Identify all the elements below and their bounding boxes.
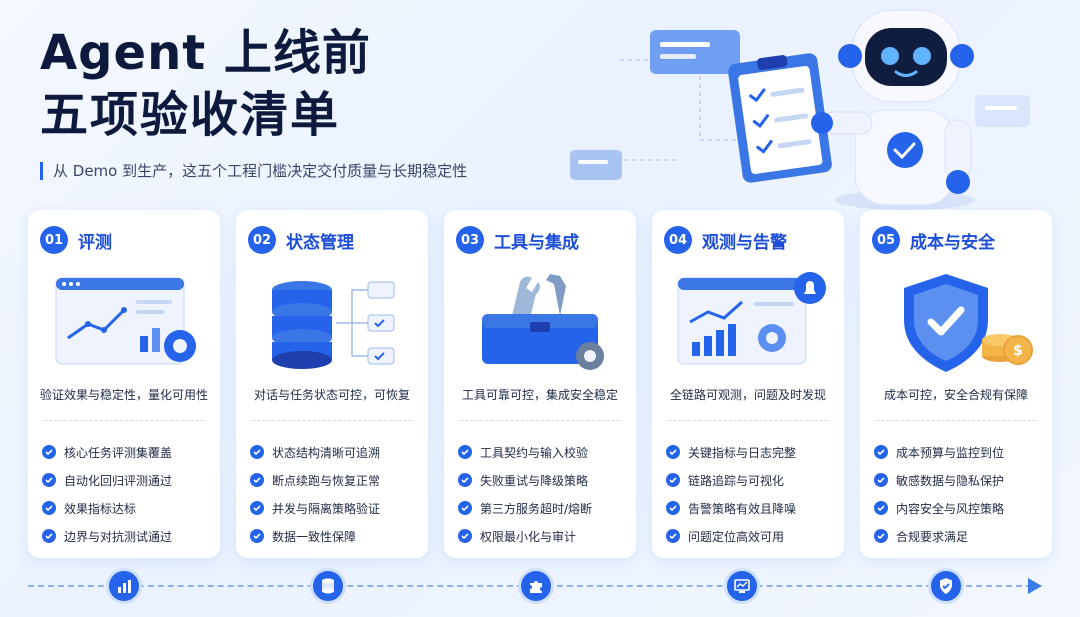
card-divider [252,420,412,421]
shield-check-icon [928,568,964,604]
progress-timeline [28,566,1052,606]
check-icon [874,501,888,515]
card-description: 对话与任务状态可控，可恢复 [253,388,410,402]
check-item: 断点续跑与恢复正常 [250,466,380,494]
card-description: 验证效果与稳定性，量化可用性 [39,388,208,402]
check-icon [874,529,888,543]
check-list: 关键指标与日志完整 链路追踪与可视化 告警策略有效且降噪 问题定位高效可用 [666,438,796,550]
shield-coins-icon: $ [904,274,1033,372]
check-item: 合规要求满足 [874,522,1004,550]
check-item: 关键指标与日志完整 [666,438,796,466]
card-title: 状态管理 [286,232,354,253]
check-icon [42,473,56,487]
check-item: 权限最小化与审计 [458,522,592,550]
card-description: 成本可控，安全合规有保障 [883,388,1028,402]
robot-clipboard-illustration [570,9,1030,210]
check-item: 敏感数据与隐私保护 [874,466,1004,494]
toolbox-icon [482,274,604,370]
check-item: 并发与隔离策略验证 [250,494,380,522]
check-item: 成本预算与监控到位 [874,438,1004,466]
card-divider [44,420,204,421]
check-item: 第三方服务超时/熔断 [458,494,592,522]
card-title: 成本与安全 [910,232,995,253]
check-item: 问题定位高效可用 [666,522,796,550]
card-number: 05 [872,226,900,254]
check-item: 失败重试与降级策略 [458,466,592,494]
card-description: 工具可靠可控，集成安全稳定 [461,388,618,402]
dashboard-chart-icon [55,277,196,365]
check-item: 自动化回归评测通过 [42,466,172,494]
check-icon [42,529,56,543]
check-item: 数据一致性保障 [250,522,380,550]
page-subtitle: 从 Demo 到生产，这五个工程门槛决定交付质量与长期稳定性 [40,162,467,180]
check-icon [458,445,472,459]
card-cost-security: 05 成本与安全 $ 成本可控，安全合规有保障 成本预算与监控到位 敏感数据与隐… [860,210,1052,558]
check-icon [250,445,264,459]
check-item: 效果指标达标 [42,494,172,522]
monitor-bell-icon [677,272,826,365]
database-icon [310,568,346,604]
page-title: Agent 上线前 五项验收清单 [40,22,371,146]
card-observability-alerting: 04 观测与告警 全链路可观测，问题及时发现 关键指标与日志完整 链路追踪与可视… [652,210,844,558]
check-icon [250,473,264,487]
check-icon [666,529,680,543]
check-list: 成本预算与监控到位 敏感数据与隐私保护 内容安全与风控策略 合规要求满足 [874,438,1004,550]
checklist-cards: 01 评测 验证效果与稳定性，量化可用性 核心任务评测集覆盖 自动化回归评测通过… [28,210,1052,558]
check-icon [250,501,264,515]
check-item: 状态结构清晰可追溯 [250,438,380,466]
check-icon [666,445,680,459]
card-divider [668,420,828,421]
check-icon [250,529,264,543]
check-item: 核心任务评测集覆盖 [42,438,172,466]
card-number: 02 [248,226,276,254]
check-icon [458,501,472,515]
check-item: 链路追踪与可视化 [666,466,796,494]
check-icon [666,473,680,487]
database-flow-icon [272,281,395,369]
card-title: 工具与集成 [494,232,579,253]
card-tools-integration: 03 工具与集成 工具可靠可控，集成安全稳定 工具契约与输入校验 失败重试与降级… [444,210,636,558]
svg-text:$: $ [1013,343,1023,359]
check-item: 边界与对抗测试通过 [42,522,172,550]
check-icon [874,445,888,459]
title-line-2: 五项验收清单 [40,87,341,143]
title-line-1: Agent 上线前 [40,25,371,81]
card-state-management: 02 状态管理 对话与任务状态可控，可恢复 状态结构清晰可追溯 断点续跑与恢复正… [236,210,428,558]
check-icon [42,501,56,515]
monitor-chart-icon [724,568,760,604]
puzzle-icon [518,568,554,604]
check-item: 告警策略有效且降噪 [666,494,796,522]
check-item: 工具契约与输入校验 [458,438,592,466]
card-divider [460,420,620,421]
check-list: 核心任务评测集覆盖 自动化回归评测通过 效果指标达标 边界与对抗测试通过 [42,438,172,550]
check-icon [666,501,680,515]
card-description: 全链路可观测，问题及时发现 [669,388,826,402]
check-list: 状态结构清晰可追溯 断点续跑与恢复正常 并发与隔离策略验证 数据一致性保障 [250,438,380,550]
card-number: 04 [664,226,692,254]
timeline-arrow-icon [1028,578,1042,594]
check-list: 工具契约与输入校验 失败重试与降级策略 第三方服务超时/熔断 权限最小化与审计 [458,438,592,550]
check-icon [458,529,472,543]
card-title: 观测与告警 [702,232,787,253]
card-number: 03 [456,226,484,254]
check-item: 内容安全与风控策略 [874,494,1004,522]
card-title: 评测 [78,232,112,253]
card-number: 01 [40,226,68,254]
card-divider [876,420,1036,421]
check-icon [42,445,56,459]
check-icon [874,473,888,487]
card-evaluation: 01 评测 验证效果与稳定性，量化可用性 核心任务评测集覆盖 自动化回归评测通过… [28,210,220,558]
check-icon [458,473,472,487]
bar-chart-icon [106,568,142,604]
